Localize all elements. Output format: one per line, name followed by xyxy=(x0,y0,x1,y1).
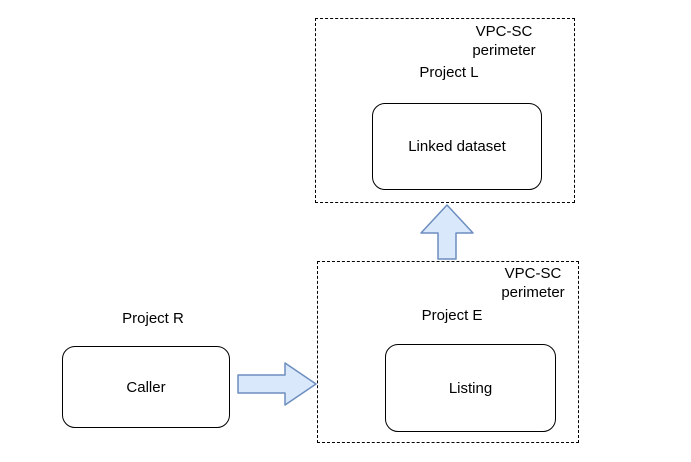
listing-node: Listing xyxy=(385,344,556,432)
perimeter-title-line2: perimeter xyxy=(472,42,536,59)
perimeter-title-line1: VPC-SC xyxy=(504,265,562,282)
perimeter-title-line1: VPC-SC xyxy=(475,23,533,40)
listing-to-linked-dataset-arrow xyxy=(420,204,474,260)
perimeter-box-project-l xyxy=(315,18,575,203)
caller-node: Caller xyxy=(62,346,230,428)
perimeter-box-project-e xyxy=(317,261,579,443)
linked-dataset-node: Linked dataset xyxy=(372,103,542,190)
perimeter-title-project-e: VPC-SC perimeter xyxy=(473,264,593,302)
listing-label: Listing xyxy=(448,379,493,397)
project-l-label: Project L xyxy=(419,64,479,81)
caller-to-listing-arrow xyxy=(237,362,317,406)
project-e-label: Project E xyxy=(421,307,483,324)
caller-label: Caller xyxy=(126,378,166,396)
perimeter-title-line2: perimeter xyxy=(501,284,565,301)
project-r-label: Project R xyxy=(122,310,184,327)
perimeter-title-project-l: VPC-SC perimeter xyxy=(444,22,564,60)
linked-dataset-label: Linked dataset xyxy=(408,138,506,155)
